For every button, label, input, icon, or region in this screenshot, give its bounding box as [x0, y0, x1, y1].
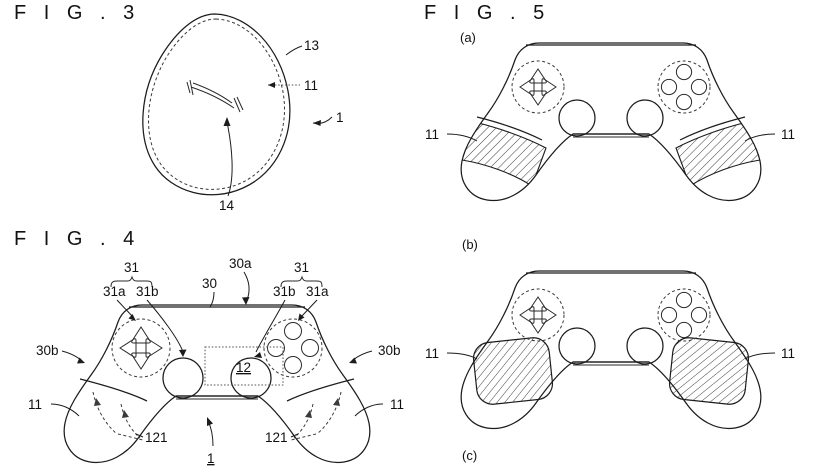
fig4-action-buttons[interactable]: [263, 318, 323, 378]
fig4-dpad[interactable]: [111, 318, 171, 378]
fig4-numeral-11-left: 11: [28, 397, 42, 412]
fig5a-action-buttons[interactable]: [657, 60, 711, 114]
fig4-leader-121-left: [135, 433, 144, 438]
figure-5-panel-a-label: (a): [460, 30, 476, 45]
fig4-controller-body: [63, 304, 371, 464]
figure-3-title: F I G . 3: [14, 2, 141, 24]
fig3-numeral-11: 11: [304, 78, 318, 93]
fig4-leader-31a-right: [298, 299, 318, 321]
fig4-numeral-11-right: 11: [390, 397, 404, 412]
fig4-numeral-12: 12: [236, 360, 251, 375]
fig5b-numeral-11-left: 11: [425, 346, 439, 361]
fig5b-leader-11-left: [446, 352, 478, 360]
fig4-numeral-121-right: 121: [265, 430, 288, 445]
fig3-leader-11: [268, 82, 300, 88]
fig5a-numeral-11-right: 11: [781, 127, 795, 142]
fig5b-region-left: [472, 337, 554, 405]
figure-4-title: F I G . 4: [14, 228, 141, 250]
fig4-leader-30a: [242, 271, 250, 305]
fig4-leader-31a-left: [116, 299, 136, 321]
fig4-leader-121-right: [290, 433, 299, 438]
fig4-brace-right: [280, 275, 323, 288]
fig4-numeral-31a-left: 31a: [103, 284, 126, 299]
fig3-surface-marking-14: [186, 79, 244, 113]
figure-5-panel-b-label: (b): [462, 237, 478, 252]
fig4-leader-30b-right: [349, 350, 373, 364]
fig5a-grip-divider-left: [476, 116, 543, 141]
fig4-grip-lines-left-121: [92, 391, 144, 441]
fig3-leader-14: [223, 117, 233, 197]
fig5a-controller-body: [460, 42, 762, 202]
fig5a-leader-11-right: [744, 133, 776, 142]
fig5a-stick-right[interactable]: [626, 99, 664, 137]
fig3-numeral-1: 1: [336, 110, 344, 125]
fig4-numeral-30a: 30a: [229, 256, 252, 271]
fig4-numeral-31b-right: 31b: [273, 284, 296, 299]
fig4-numeral-30: 30: [202, 276, 217, 291]
fig4-leader-1: [207, 417, 214, 447]
fig5b-region-right: [668, 337, 750, 405]
fig5b-leader-11-right: [744, 352, 776, 360]
fig4-leader-31b-right: [254, 299, 286, 358]
fig3-leader-13: [285, 45, 303, 56]
fig4-numeral-30b-left: 30b: [36, 343, 59, 358]
fig4-stick-left[interactable]: [162, 357, 204, 399]
fig4-center-panel[interactable]: [204, 346, 284, 386]
fig3-numeral-13: 13: [304, 38, 319, 53]
fig5b-stick-right[interactable]: [626, 327, 664, 365]
fig4-leader-30b-left: [61, 350, 85, 364]
figure-5b-group: 11 11: [425, 270, 795, 430]
fig4-numeral-30b-right: 30b: [378, 343, 401, 358]
fig5b-action-buttons[interactable]: [657, 288, 711, 342]
fig4-grip-lines-right-121: [290, 391, 342, 441]
figure-5a-group: 11 11: [425, 42, 795, 202]
fig3-inner-contour: [148, 18, 285, 190]
fig5a-dpad[interactable]: [511, 60, 565, 114]
fig3-leader-1: [312, 116, 333, 126]
fig5a-grip-divider-right: [679, 116, 746, 141]
figure-3-group: 13 11 1 14: [142, 13, 344, 213]
fig4-leader-11-left: [50, 403, 80, 417]
fig3-outer-shell: [142, 13, 291, 196]
fig4-numeral-31b-left: 31b: [136, 284, 159, 299]
fig5b-numeral-11-right: 11: [781, 346, 795, 361]
fig5a-hatched-regions: [461, 121, 761, 187]
fig4-numeral-31-right: 31: [294, 260, 309, 275]
fig4-numeral-121-left: 121: [145, 430, 168, 445]
fig4-grip-divider-left: [79, 378, 148, 402]
figure-5-title: F I G . 5: [424, 2, 551, 24]
fig5a-leader-11-left: [446, 133, 478, 142]
fig4-numeral-31-left: 31: [124, 260, 139, 275]
fig4-numeral-1: 1: [207, 451, 215, 466]
fig5a-numeral-11-left: 11: [425, 127, 439, 142]
fig4-numeral-31a-right: 31a: [306, 284, 329, 299]
fig5b-controller-body: [460, 270, 762, 430]
fig3-numeral-14: 14: [219, 198, 235, 213]
fig4-leader-31b-left: [146, 299, 187, 357]
fig4-stick-right[interactable]: [230, 357, 272, 399]
fig4-leader-11-right: [354, 403, 384, 417]
figure-5-panel-c-label: (c): [462, 448, 478, 463]
fig5b-stick-left[interactable]: [558, 327, 596, 365]
fig5b-dpad[interactable]: [511, 288, 565, 342]
fig4-leader-30: [209, 291, 215, 308]
fig5a-stick-left[interactable]: [558, 99, 596, 137]
fig4-grip-divider-right: [286, 378, 355, 402]
figure-4-group: 12 31 31a 31b 31 31b 31a: [28, 256, 404, 466]
fig4-brace-left: [110, 275, 153, 288]
